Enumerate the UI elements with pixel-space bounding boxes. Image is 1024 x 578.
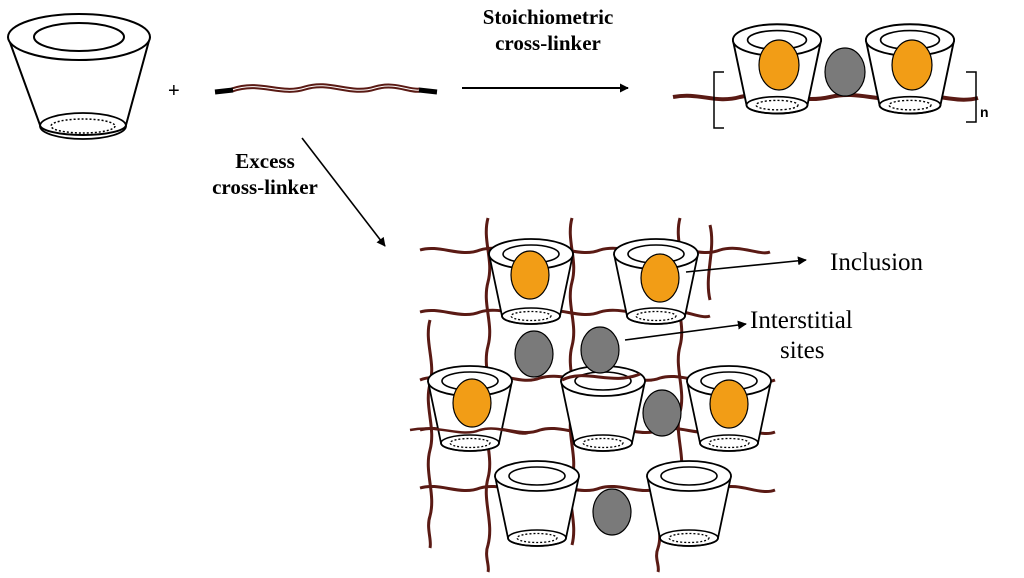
linear-polymer-product xyxy=(672,23,979,129)
repeat-unit-n: n xyxy=(980,104,989,120)
plus-sign: + xyxy=(168,80,180,102)
inclusion-arrow xyxy=(685,256,807,273)
inclusion-label: Inclusion xyxy=(830,249,924,276)
polymer-chain xyxy=(214,83,438,95)
stoichiometric-label-line2: cross-linker xyxy=(495,31,601,55)
excess-label-line1: Excess xyxy=(235,149,295,173)
interstitial-label-line1: Interstitial xyxy=(750,307,853,334)
excess-label: Excess cross-linker xyxy=(190,148,340,200)
interstitial-label: Interstitial sites xyxy=(750,306,853,366)
stoichiometric-label-line1: Stoichiometric xyxy=(482,5,614,29)
crosslinked-network xyxy=(409,217,776,573)
interstitial-arrow xyxy=(624,320,747,341)
interstitial-label-line2: sites xyxy=(780,337,825,364)
excess-label-line2: cross-linker xyxy=(212,175,318,199)
excess-arrow xyxy=(301,137,386,247)
stoichiometric-label: Stoichiometric cross-linker xyxy=(468,4,628,56)
cyclodextrin-monomer xyxy=(7,13,151,140)
